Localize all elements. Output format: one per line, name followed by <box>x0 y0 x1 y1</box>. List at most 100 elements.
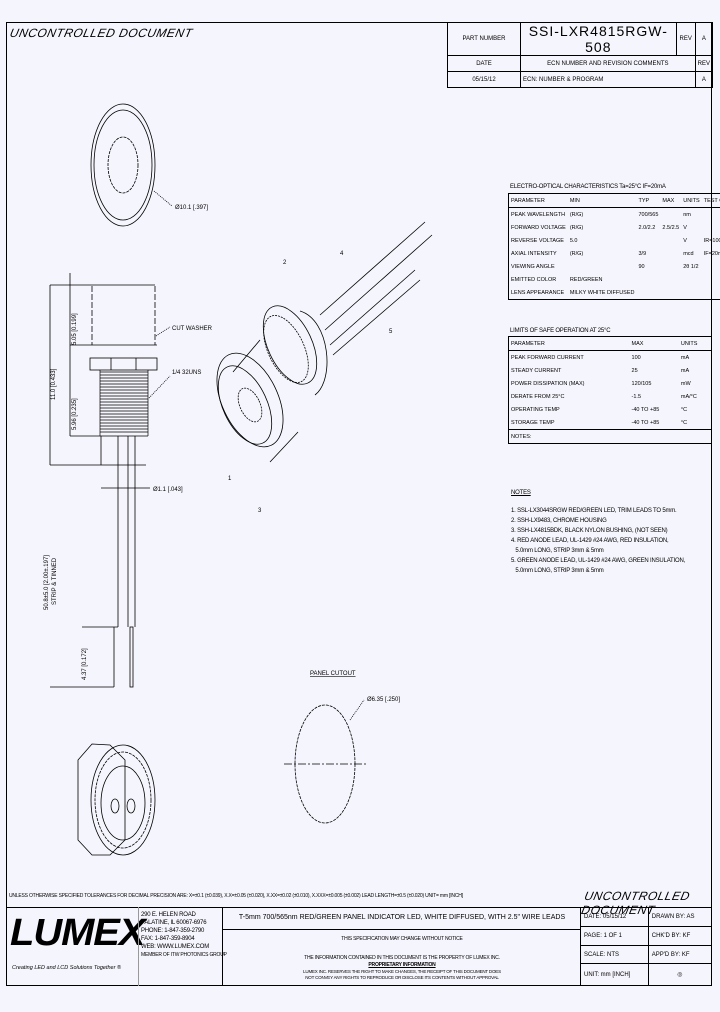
table-cell: 90 <box>638 263 645 270</box>
table-cell: mW <box>680 380 691 387</box>
table-cell: 100 <box>631 354 641 361</box>
column-header: PARAMETER <box>508 336 630 351</box>
callout-5: 5 <box>389 329 393 335</box>
note-item: 5. GREEN ANODE LEAD, UL-1429 #24 AWG, GR… <box>511 558 686 564</box>
notes-title: NOTES <box>511 490 531 496</box>
column-header: PARAMETER <box>508 193 568 208</box>
panel-cutout-view: PANEL CUTOUT Ø6.35 [.250] <box>284 671 400 824</box>
address-member: MEMBER OF ITW PHOTONICS GROUP <box>141 952 227 958</box>
table-cell: PEAK WAVELENGTH <box>511 211 566 218</box>
callout-1: 1 <box>228 476 232 482</box>
description-block: T-5mm 700/565nm RED/GREEN PANEL INDICATO… <box>222 907 581 986</box>
thread-label: 1/4 32UNS <box>172 370 201 376</box>
side-view: CUT WASHER 1/4 32UNS 5.05 [0.199] 5.96 [… <box>44 273 213 688</box>
table-cell: mcd <box>683 250 694 257</box>
table-cell: OPERATING TEMP <box>511 406 560 413</box>
table-cell: IR=100µA <box>703 237 720 244</box>
company-address: 290 E. HELEN ROAD PALATINE, IL 60067-697… <box>138 907 227 986</box>
panel-cutout-label: PANEL CUTOUT <box>310 671 356 677</box>
top-dia-label: Ø10.1 [.397] <box>175 205 208 211</box>
address-line: 290 E. HELEN ROAD <box>141 912 196 918</box>
table-cell: 5.0 <box>569 237 578 244</box>
column-header: TEST COND. <box>701 193 720 208</box>
table-cell: (R/G) <box>569 211 584 218</box>
drawing-frame <box>6 22 712 986</box>
column-header: MIN <box>567 193 637 208</box>
address-phone: PHONE: 1-847-359-2790 <box>141 928 205 934</box>
address-line: PALATINE, IL 60067-6976 <box>141 920 207 926</box>
page-cell: PAGE: 1 OF 1 <box>580 925 649 946</box>
revision-table: PART NUMBER SSI-LXR4815RGW-508 REV A DAT… <box>447 22 714 88</box>
column-header: MAX <box>660 193 682 208</box>
table-cell: VIEWING ANGLE <box>511 263 555 270</box>
unit-cell: UNIT: mm [INCH] <box>580 963 649 986</box>
table-cell: °C <box>680 406 688 413</box>
notes-ref: NOTES: <box>511 433 532 440</box>
electro-optical-title: ELECTRO-OPTICAL CHARACTERISTICS Ta=25°C … <box>510 184 666 190</box>
tolerance-note: UNLESS OTHERWISE SPECIFIED TOLERANCES FO… <box>9 893 463 899</box>
proprietary-text-2: NOT CONVEY ANY RIGHTS TO REPRODUCE OR DI… <box>305 975 499 980</box>
column-header: MAX <box>629 336 679 351</box>
note-item: 2. SSH-LX9483, CHROME HOUSING <box>511 518 607 524</box>
company-tagline: Creating LED and LCD Solutions Together … <box>12 965 122 971</box>
table-cell: V <box>683 237 687 244</box>
table-cell: DERATE FROM 25°C <box>511 393 565 400</box>
thread-length-label: 5.96 [0.235] <box>72 398 78 430</box>
table-cell: 2θ 1/2 <box>683 263 699 270</box>
table-cell: RED/GREEN <box>569 276 603 283</box>
table-row: OPERATING TEMP-40 TO +85°C <box>509 403 712 416</box>
table-cell: 120/105 <box>631 380 652 387</box>
note-item: 1. SSL-LX3044SRGW RED/GREEN LED, TRIM LE… <box>511 508 677 514</box>
part-number: SSI-LXR4815RGW-508 <box>520 22 677 56</box>
table-row: PEAK WAVELENGTH(R/G) 700/565 nm <box>509 208 720 222</box>
table-row: EMITTED COLOR RED/GREEN <box>509 273 720 286</box>
part-description: T-5mm 700/565nm RED/GREEN PANEL INDICATO… <box>223 907 581 930</box>
scale-cell: SCALE: NTS <box>580 944 649 965</box>
table-cell: 3/9 <box>638 250 647 257</box>
revision-rev: A <box>694 71 714 88</box>
revision-date: 05/15/12 <box>447 71 521 88</box>
table-row: POWER DISSIPATION (MAX) 120/105 mW <box>509 377 712 390</box>
address-web: WEB: WWW.LUMEX.COM <box>141 944 210 950</box>
table-cell: mA <box>680 367 690 374</box>
note-item: 5.0mm LONG, STRIP 3mm & 5mm <box>511 548 604 554</box>
column-header: TYP <box>636 193 661 208</box>
proprietary-heading: PROPRIETARY INFORMATION <box>368 962 436 968</box>
title-block <box>7 907 712 987</box>
table-cell: EMITTED COLOR <box>511 276 557 283</box>
table-cell: FORWARD VOLTAGE <box>511 224 566 231</box>
approval-grid: DATE: 05/15/12 DRAWN BY: AS PAGE: 1 OF 1… <box>580 907 713 986</box>
table-cell: -40 TO +85 <box>629 416 679 430</box>
lead-dia-label: Ø1.1 [.043] <box>153 487 183 493</box>
note-item: 5.0mm LONG, STRIP 3mm & 5mm <box>511 568 604 574</box>
table-cell: nm <box>683 211 691 218</box>
property-notice: THE INFORMATION CONTAINED IN THIS DOCUME… <box>304 955 500 961</box>
table-cell: STORAGE TEMP <box>508 416 630 430</box>
top-view: Ø10.1 [.397] <box>90 103 208 227</box>
rev-col-label: REV <box>694 55 714 72</box>
table-cell: IF=20mA <box>703 250 720 257</box>
table-row: LENS APPEARANCE MILKY WHITE DIFFUSED <box>509 286 720 300</box>
drawn-by-cell: DRAWN BY: AS <box>647 907 713 927</box>
spec-notice: THIS SPECIFICATION MAY CHANGE WITHOUT NO… <box>341 936 463 942</box>
table-cell: 700/565 <box>638 211 659 218</box>
table-cell: MILKY WHITE DIFFUSED <box>569 289 635 296</box>
table-cell: 2.5/2.5 <box>662 224 680 231</box>
washer-label: CUT WASHER <box>172 326 213 332</box>
absolute-max-title: LIMITS OF SAFE OPERATION AT 25°C <box>510 328 611 334</box>
table-cell: (R/G) <box>569 224 584 231</box>
table-cell: POWER DISSIPATION (MAX) <box>511 380 585 387</box>
table-cell: LENS APPEARANCE <box>511 289 565 296</box>
cutout-dia-label: Ø6.35 [.250] <box>367 697 400 703</box>
table-cell: 2.0/2.2 <box>638 224 656 231</box>
